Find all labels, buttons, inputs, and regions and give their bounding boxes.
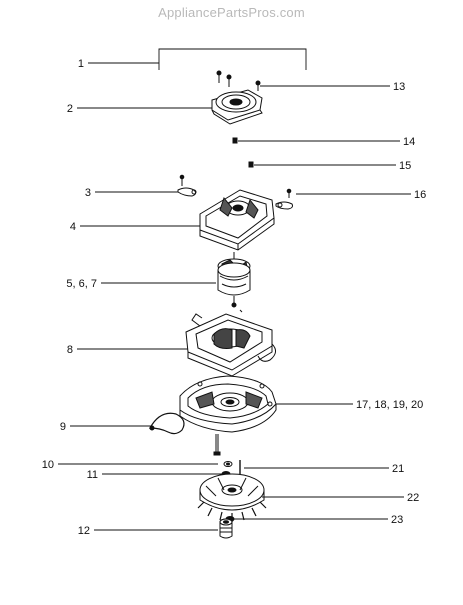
belt-part bbox=[148, 412, 185, 435]
top-screws bbox=[216, 70, 261, 91]
callout-1: 1 bbox=[78, 58, 84, 70]
callout-13: 13 bbox=[393, 81, 405, 93]
callout-21: 21 bbox=[392, 463, 404, 475]
callout-14: 14 bbox=[403, 136, 415, 148]
callout-3: 3 bbox=[85, 187, 91, 199]
housing-bolt bbox=[213, 434, 221, 456]
fan-part bbox=[197, 473, 267, 522]
clip-16 bbox=[275, 188, 293, 210]
callout-15: 15 bbox=[399, 160, 411, 172]
washer-10 bbox=[223, 461, 233, 467]
callout-9: 9 bbox=[60, 421, 66, 433]
callout-4: 4 bbox=[70, 221, 76, 233]
callout-labels: 1 2 3 4 5, 6, 7 8 9 10 11 12 13 14 15 16… bbox=[42, 58, 427, 537]
callout-2: 2 bbox=[67, 103, 73, 115]
callout-23: 23 bbox=[391, 514, 403, 526]
callout-12: 12 bbox=[78, 525, 90, 537]
callout-8: 8 bbox=[67, 344, 73, 356]
watermark: AppliancePartsPros.com bbox=[158, 5, 305, 20]
nut-15 bbox=[248, 161, 254, 168]
leader-lines bbox=[58, 48, 411, 531]
callout-5-6-7: 5, 6, 7 bbox=[66, 278, 97, 290]
top-cover-part bbox=[211, 89, 263, 125]
motor-frame-part bbox=[185, 309, 276, 377]
bracket-part bbox=[199, 189, 275, 251]
callout-17-18-19-20: 17, 18, 19, 20 bbox=[356, 399, 423, 411]
nut-14 bbox=[232, 137, 238, 144]
callout-22: 22 bbox=[407, 492, 419, 504]
clip-3 bbox=[177, 174, 197, 197]
pulley-part bbox=[219, 518, 233, 539]
callout-11: 11 bbox=[87, 469, 98, 481]
callout-16: 16 bbox=[414, 189, 426, 201]
callout-10: 10 bbox=[42, 459, 54, 471]
motor-housing-part bbox=[179, 375, 277, 433]
armature-part bbox=[217, 252, 251, 308]
